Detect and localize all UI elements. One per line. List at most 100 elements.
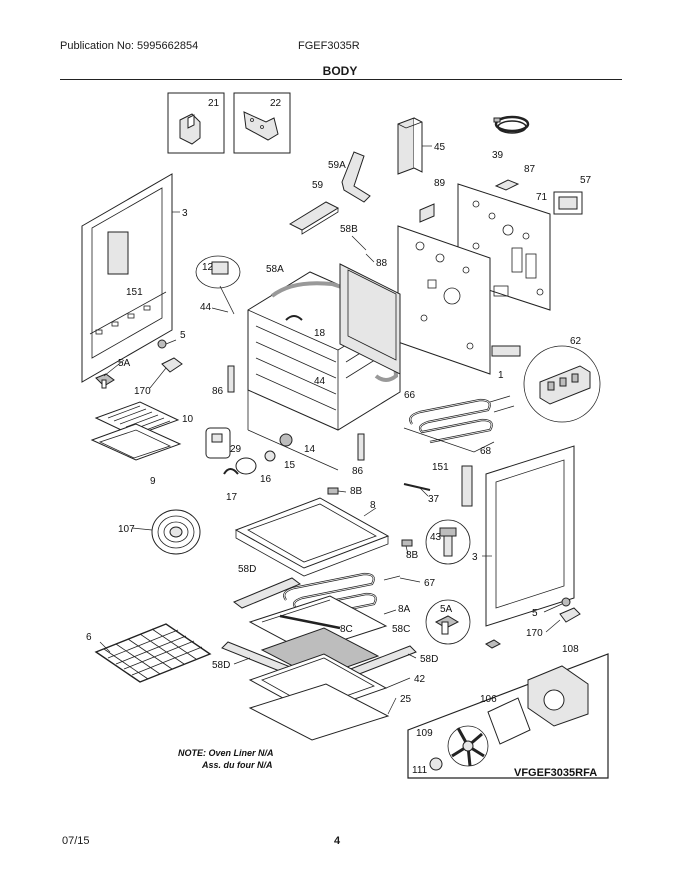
part-45-bracket[interactable] bbox=[397, 117, 423, 175]
callout-8C: 8C bbox=[340, 624, 353, 635]
part-5-screw-left[interactable] bbox=[157, 339, 167, 349]
part-57-panel[interactable] bbox=[553, 191, 583, 215]
part-106-fan-bracket[interactable] bbox=[487, 697, 531, 745]
part-12-sensor[interactable] bbox=[195, 255, 241, 315]
callout-67: 67 bbox=[424, 578, 436, 589]
callout-8: 8 bbox=[370, 500, 376, 511]
inset-model-code: VFGEF3035RFA bbox=[514, 767, 597, 779]
callout-62: 62 bbox=[570, 336, 582, 347]
part-29-lamp-housing[interactable] bbox=[205, 427, 231, 459]
part-5A-leveling-leg-left[interactable] bbox=[95, 373, 115, 389]
part-58D-insulation-upper[interactable] bbox=[232, 577, 302, 609]
part-86-side-bracket-left[interactable] bbox=[227, 365, 235, 393]
part-8B-clip-lower[interactable] bbox=[401, 539, 413, 547]
callout-10: 10 bbox=[182, 414, 194, 425]
callout-111: 111 bbox=[412, 765, 428, 776]
part-59-duct-cover[interactable] bbox=[288, 201, 340, 235]
publication-number: Publication No: 5995662854 bbox=[60, 40, 199, 52]
part-22-box[interactable] bbox=[233, 92, 291, 154]
callout-5A-left: 5A bbox=[118, 358, 131, 369]
callout-3-right: 3 bbox=[472, 552, 478, 563]
part-62-terminal-block[interactable] bbox=[523, 345, 601, 423]
part-59A-duct[interactable] bbox=[341, 151, 371, 203]
callout-88: 88 bbox=[376, 258, 388, 269]
callout-1: 1 bbox=[498, 370, 504, 381]
part-8-oven-bottom[interactable] bbox=[234, 497, 390, 577]
callout-5-left: 5 bbox=[180, 330, 186, 341]
callout-89: 89 bbox=[434, 178, 446, 189]
callout-29: 29 bbox=[230, 444, 242, 455]
part-86-side-bracket-right[interactable] bbox=[357, 433, 365, 461]
part-8B-clip-upper[interactable] bbox=[327, 487, 339, 495]
part-108-fan-motor-housing[interactable] bbox=[527, 665, 589, 727]
section-title: BODY bbox=[322, 64, 358, 78]
part-3-left-side-panel[interactable] bbox=[81, 173, 173, 383]
callout-170-left: 170 bbox=[134, 386, 151, 397]
callout-37: 37 bbox=[428, 494, 440, 505]
callout-108: 108 bbox=[562, 644, 579, 655]
part-3-right-side-panel[interactable] bbox=[485, 445, 575, 627]
part-18-clip[interactable] bbox=[285, 315, 303, 321]
callout-44-upper: 44 bbox=[200, 302, 212, 313]
part-107-fan-cover[interactable] bbox=[151, 509, 201, 555]
part-170-bracket-right[interactable] bbox=[559, 607, 581, 623]
part-111-fan-nut[interactable] bbox=[429, 757, 443, 771]
callout-8B-lower: 8B bbox=[406, 550, 419, 561]
part-87-clip[interactable] bbox=[494, 179, 520, 191]
part-16-lamp-cover[interactable] bbox=[235, 457, 257, 475]
callout-68: 68 bbox=[480, 446, 492, 457]
part-5A-leveling-leg-right[interactable] bbox=[425, 599, 471, 645]
callout-86-left: 86 bbox=[212, 386, 224, 397]
part-5-screw-right[interactable] bbox=[561, 597, 571, 607]
callout-5-right: 5 bbox=[532, 608, 538, 619]
callout-151-left: 151 bbox=[126, 287, 143, 298]
callout-22: 22 bbox=[270, 98, 282, 109]
part-17-wire-retainer[interactable] bbox=[223, 468, 239, 475]
callout-87: 87 bbox=[524, 164, 536, 175]
callout-86-right: 86 bbox=[352, 466, 364, 477]
part-9-broil-pan[interactable] bbox=[90, 423, 182, 461]
callout-17: 17 bbox=[226, 492, 238, 503]
part-89-bracket[interactable] bbox=[419, 203, 435, 223]
part-109-fan-blade[interactable] bbox=[447, 725, 489, 767]
callout-3-left: 3 bbox=[182, 208, 188, 219]
part-25-base-plate[interactable] bbox=[248, 683, 390, 741]
callout-58D-upper: 58D bbox=[238, 564, 256, 575]
callout-15: 15 bbox=[284, 460, 296, 471]
callout-43: 43 bbox=[430, 532, 442, 543]
part-39-wire-harness[interactable] bbox=[493, 115, 530, 134]
part-43-screw[interactable] bbox=[425, 519, 471, 565]
callout-109: 109 bbox=[416, 728, 433, 739]
part-leg-small-right[interactable] bbox=[485, 639, 501, 649]
callout-25: 25 bbox=[400, 694, 412, 705]
callout-42: 42 bbox=[414, 674, 426, 685]
callout-8B-upper: 8B bbox=[350, 486, 363, 497]
part-15-lamp-bulb[interactable] bbox=[264, 450, 276, 462]
callout-58D-right: 58D bbox=[420, 654, 438, 665]
leader-lines bbox=[99, 339, 563, 715]
part-68-heat-shield[interactable] bbox=[403, 427, 495, 453]
footer-date: 07/15 bbox=[62, 835, 90, 847]
oven-liner-note: NOTE: Oven Liner N/A bbox=[178, 748, 274, 758]
callout-58A: 58A bbox=[266, 264, 284, 275]
part-8C-bracket[interactable] bbox=[279, 614, 341, 630]
callout-59A: 59A bbox=[328, 160, 346, 171]
part-170-bracket-left[interactable] bbox=[161, 357, 183, 373]
part-67-bake-element[interactable] bbox=[283, 572, 401, 620]
callout-59: 59 bbox=[312, 180, 324, 191]
callout-170-right: 170 bbox=[526, 628, 543, 639]
part-37-clip[interactable] bbox=[403, 483, 431, 491]
model-number: FGEF3035R bbox=[298, 40, 360, 52]
callout-8A: 8A bbox=[398, 604, 411, 615]
part-14-lamp-socket[interactable] bbox=[279, 433, 293, 447]
part-66-broil-element[interactable] bbox=[409, 395, 515, 444]
part-58B-insulation[interactable] bbox=[339, 263, 401, 375]
part-21-box[interactable] bbox=[167, 92, 225, 154]
header-rule bbox=[60, 79, 622, 80]
callout-58C: 58C bbox=[392, 624, 410, 635]
callout-44-lower: 44 bbox=[314, 376, 326, 387]
part-62-terminal-small[interactable] bbox=[491, 345, 521, 357]
part-151-bracket-right[interactable] bbox=[461, 465, 473, 507]
part-6-oven-rack[interactable] bbox=[94, 623, 212, 683]
